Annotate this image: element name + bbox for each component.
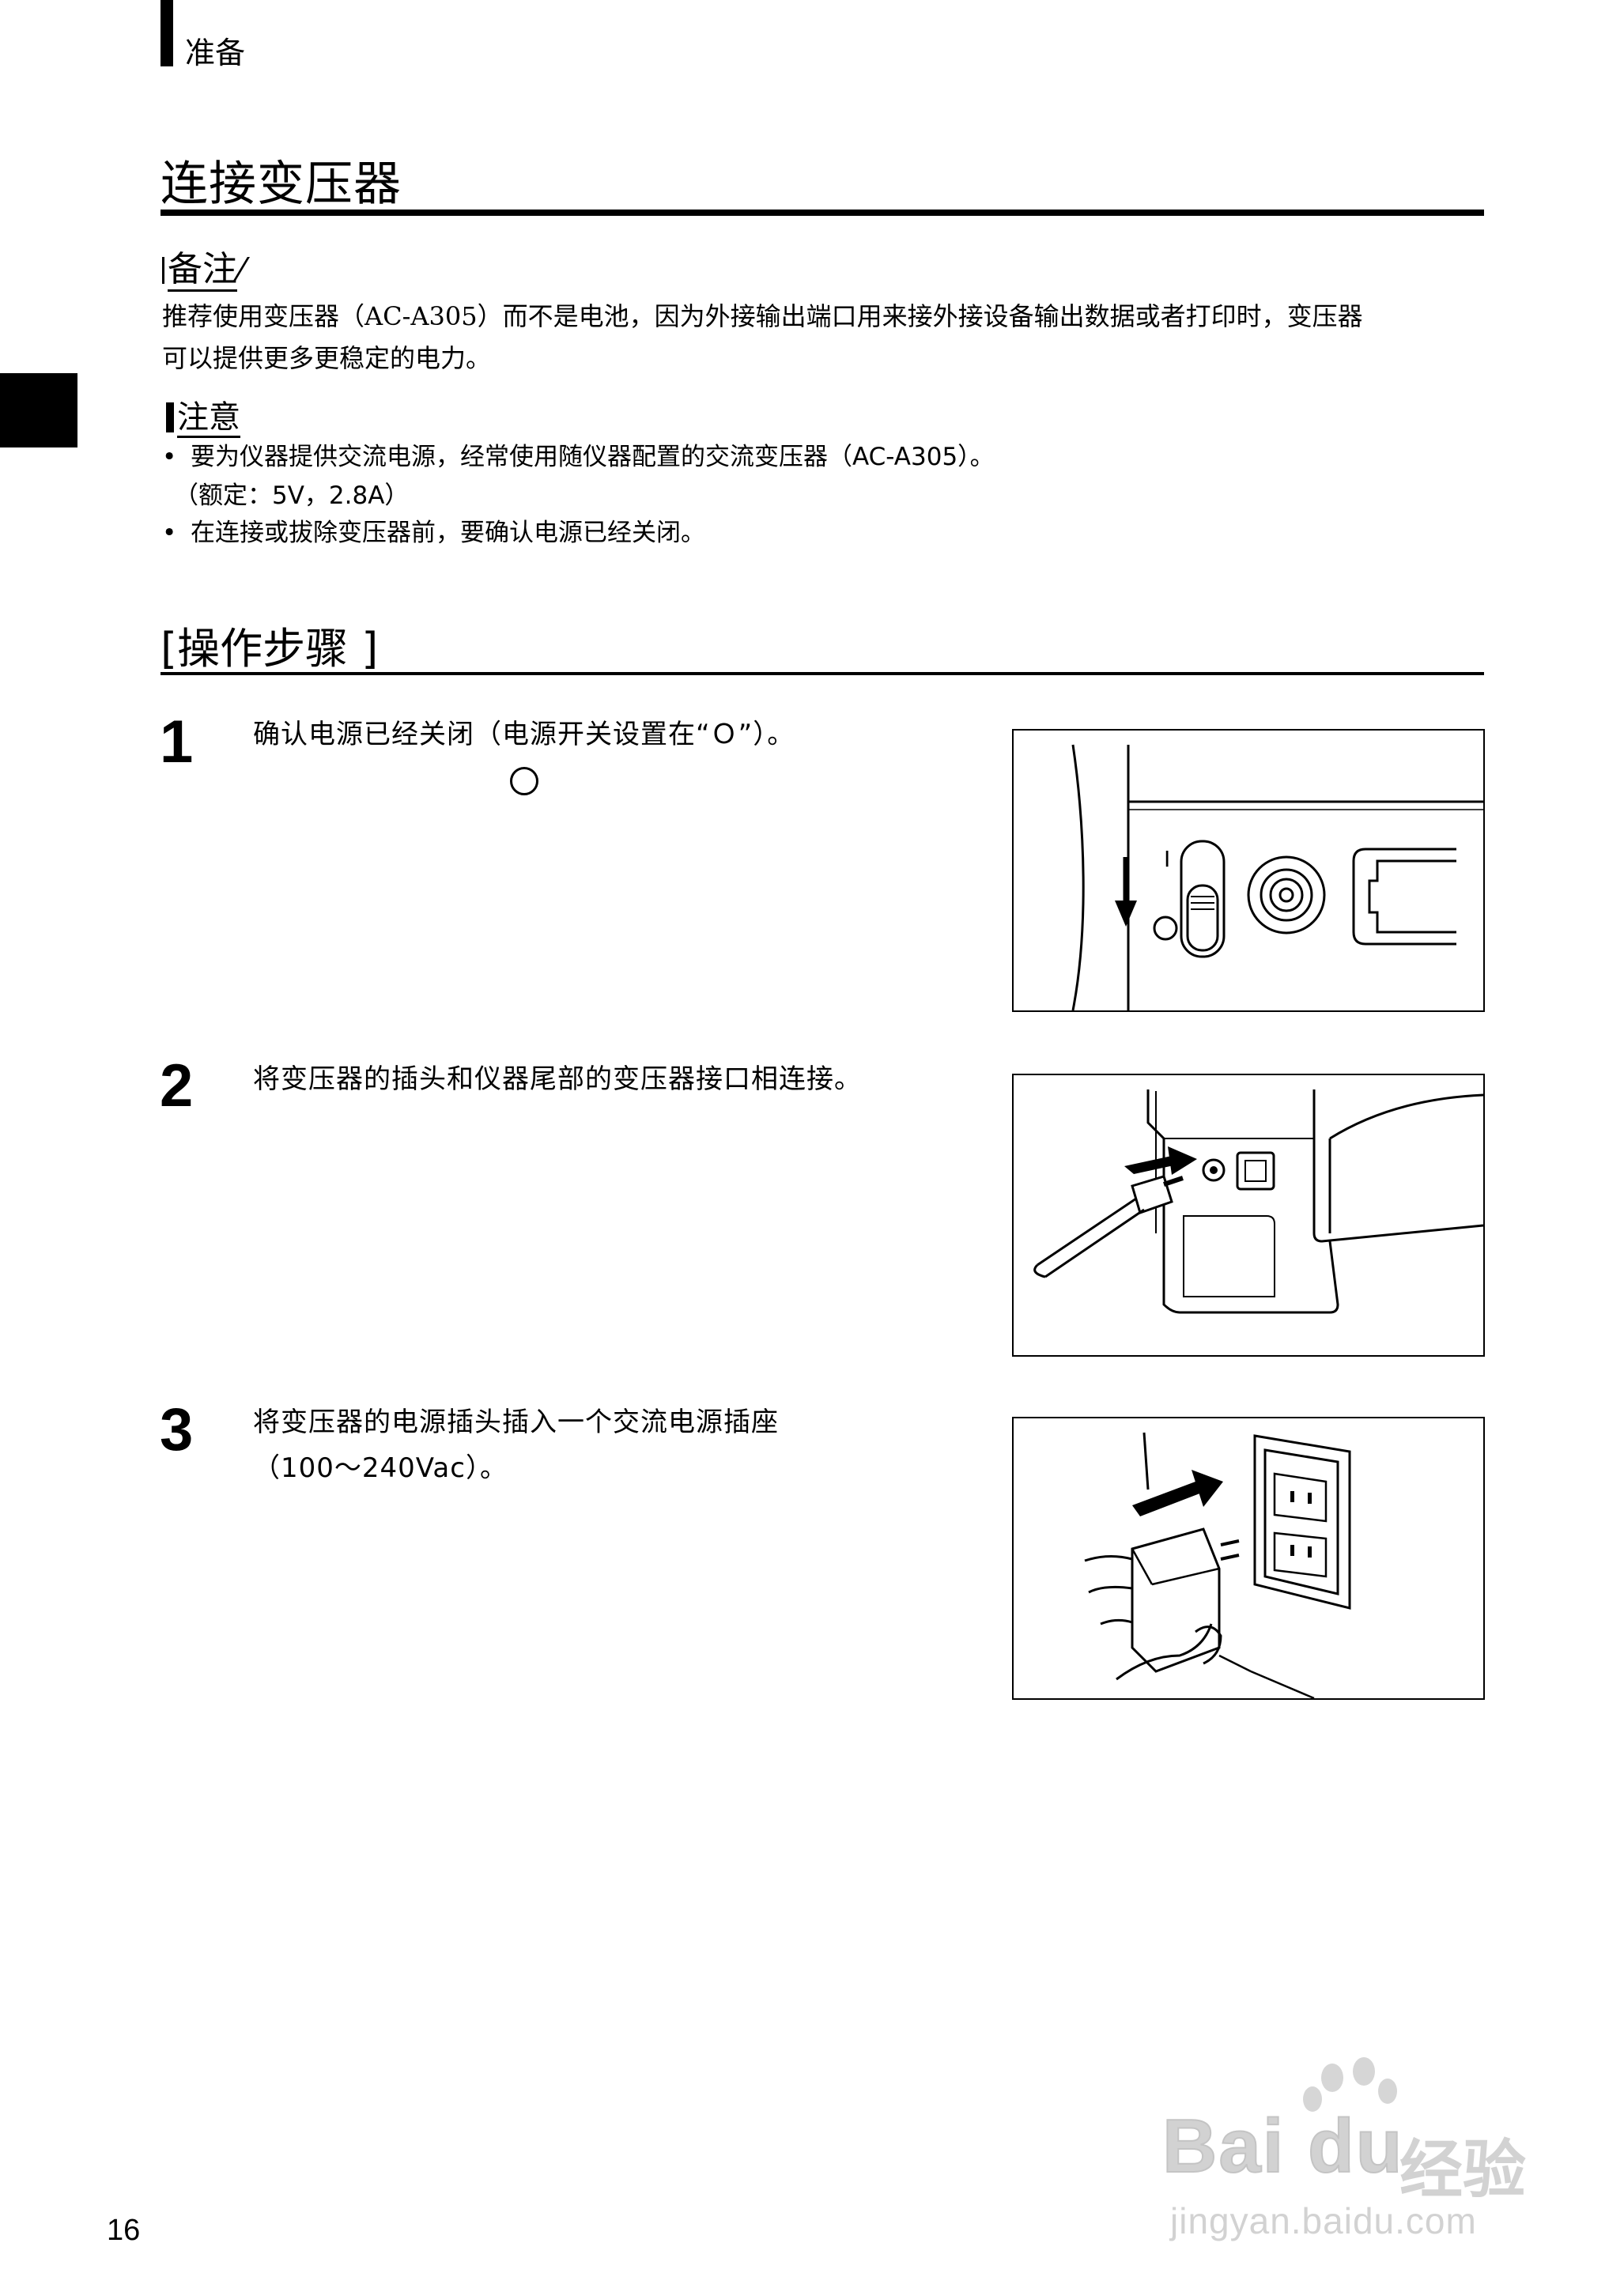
watermark-url: jingyan.baidu.com [1170,2200,1477,2241]
procedure-rule [161,672,1484,675]
caution-item-text: 要为仪器提供交流电源，经常使用随仪器配置的交流变压器（AC-A305）。 [191,443,995,471]
step-text: 将变压器的插头和仪器尾部的变压器接口相连接。 [253,1056,862,1102]
figure-power-switch: I [1012,729,1485,1012]
switch-on-mark: I [1164,846,1170,872]
step-line: （100～240Vac）。 [253,1452,508,1484]
memo-slash-mark: ⁄ [239,252,244,289]
title-rule [161,210,1484,216]
procedure-title: [操作步骤 ] [161,624,379,674]
memo-line: 推荐使用变压器（AC-A305）而不是电池，因为外接输出端口用来接外接设备输出数… [162,301,1363,331]
baidu-paw-logo [1303,2057,1397,2112]
step-line: 确认电源已经关闭（电源开关设置在“Ｏ”）。 [253,719,795,750]
bullet-icon: • [162,443,177,471]
page-title: 连接变压器 [161,157,402,212]
caution-item: • 要为仪器提供交流电源，经常使用随仪器配置的交流变压器（AC-A305）。 [162,441,995,473]
step-text: 将变压器的电源插头插入一个交流电源插座 （100～240Vac）。 [253,1399,779,1491]
adapter-plug-illustration [1033,1089,1483,1314]
caution-item: • 在连接或拔除变压器前，要确认电源已经关闭。 [162,517,705,549]
memo-label: 备注⁄ [162,249,244,292]
step-line: 将变压器的电源插头插入一个交流电源插座 [253,1407,779,1438]
wall-outlet-illustration [1084,1432,1351,1698]
caution-item-sub: （额定：5V，2.8A） [174,480,409,512]
step-number: 1 [160,708,194,776]
caution-label-text: 注意 [177,399,240,438]
memo-line: 可以提供更多更稳定的电力。 [162,343,492,373]
power-switch-illustration: I [1071,744,1483,1010]
step-number: 2 [160,1052,194,1120]
section-marker-bar [161,0,173,66]
figure-adapter-plug [1012,1074,1485,1357]
power-off-circle-icon [510,767,538,795]
step-number: 3 [160,1396,194,1463]
memo-body: 推荐使用变压器（AC-A305）而不是电池，因为外接输出端口用来接外接设备输出数… [162,296,1490,379]
watermark-brand-cn: 经验 [1399,2133,1526,2207]
watermark-brand: Bai du [1161,2103,1404,2189]
caution-block-icon [166,402,174,432]
chapter-side-tab [0,373,77,447]
section-header: 准备 [185,36,246,70]
step-text: 确认电源已经关闭（电源开关设置在“Ｏ”）。 [253,712,795,757]
memo-label-text: 备注 [168,249,237,292]
step-line: 将变压器的插头和仪器尾部的变压器接口相连接。 [253,1063,862,1095]
page-number: 16 [107,2214,141,2247]
caution-label: 注意 [166,399,240,438]
bullet-icon: • [162,519,177,547]
memo-bracket [162,257,164,284]
caution-item-text: （额定：5V，2.8A） [174,481,410,510]
caution-item-text: 在连接或拔除变压器前，要确认电源已经关闭。 [191,519,705,547]
figure-wall-outlet [1012,1417,1485,1700]
